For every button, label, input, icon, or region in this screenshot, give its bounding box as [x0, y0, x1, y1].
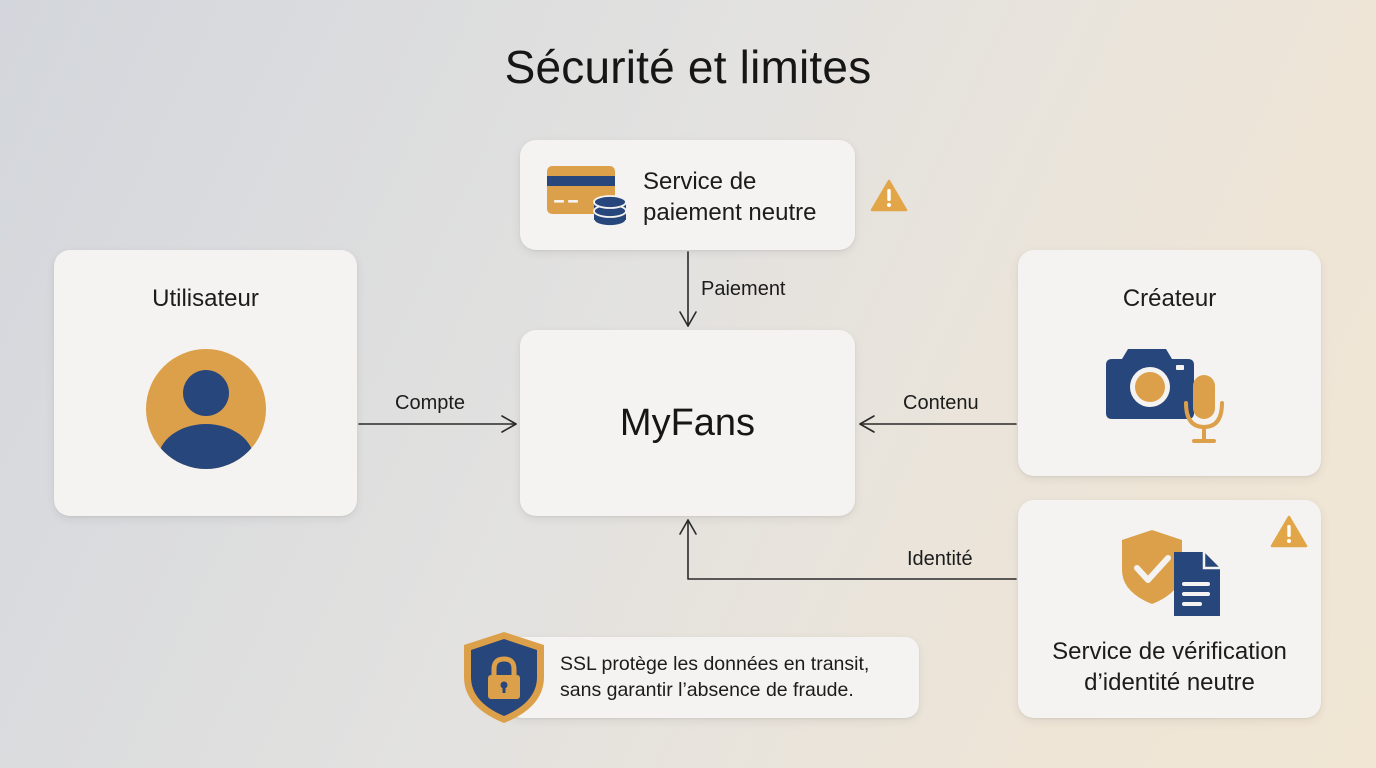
ssl-note-text: SSL protège les données en transit, sans…: [560, 651, 869, 703]
creator-node: Créateur: [1018, 250, 1321, 476]
edge-label-identite: Identité: [907, 548, 973, 570]
identity-service-label: Service de vérification d’identité neutr…: [1018, 636, 1321, 698]
shield-lock-icon: [464, 632, 544, 723]
identity-service-label-line1: Service de vérification: [1052, 638, 1287, 665]
payment-service-node: Service de paiement neutre: [520, 140, 855, 250]
identity-warning-icon: [1270, 515, 1308, 548]
payment-service-label-line2: paiement neutre: [643, 199, 817, 226]
shield-check-document-icon: [1122, 530, 1220, 616]
payment-service-label-line1: Service de: [643, 168, 757, 195]
identity-service-node: Service de vérification d’identité neutr…: [1018, 500, 1321, 718]
myfans-node: MyFans: [520, 330, 855, 516]
edge-label-compte: Compte: [395, 392, 466, 414]
edge-identite-arrow: [679, 519, 1017, 580]
camera-microphone-icon: [1106, 349, 1224, 443]
ssl-note: SSL protège les données en transit, sans…: [508, 637, 919, 718]
payment-warning-icon: [870, 179, 908, 212]
edge-paiement-arrow: [679, 251, 697, 327]
edge-label-contenu: Contenu: [903, 392, 979, 414]
identity-service-label-line2: d’identité neutre: [1084, 669, 1255, 696]
diagram-title: Sécurité et limites: [504, 41, 872, 93]
user-avatar-icon: [146, 349, 266, 469]
user-node-label: Utilisateur: [152, 285, 259, 312]
credit-card-coins-icon: [547, 166, 627, 227]
edge-contenu-arrow: [859, 415, 1017, 433]
ssl-note-line1: SSL protège les données en transit,: [560, 653, 870, 675]
edge-compte-arrow: [358, 415, 517, 433]
myfans-node-label: MyFans: [619, 402, 756, 444]
creator-node-label: Créateur: [1122, 285, 1217, 312]
user-node: Utilisateur: [54, 250, 357, 516]
ssl-note-line2: sans garantir l’absence de fraude.: [560, 679, 854, 701]
payment-service-label: Service de paiement neutre: [643, 166, 816, 228]
edge-label-paiement: Paiement: [701, 278, 786, 300]
